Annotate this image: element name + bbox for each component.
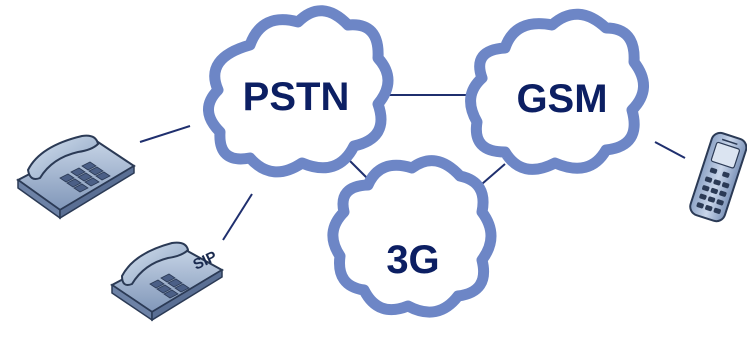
link-sipphone-pstn [222, 193, 253, 241]
pstn-label: PSTN [243, 75, 350, 119]
desk-phone-icon [16, 134, 136, 220]
3g-cloud-shape [327, 155, 497, 318]
pstn-cloud-shape [203, 5, 394, 178]
mobile-phone-icon [689, 131, 747, 223]
connection-lines [139, 94, 686, 241]
3g-label: 3G [386, 238, 439, 282]
pstn-cloud: PSTN [203, 5, 394, 178]
gsm-label: GSM [516, 77, 607, 121]
link-mobile-gsm [654, 141, 686, 159]
link-deskphone-pstn [139, 125, 191, 143]
3g-cloud: 3G [327, 155, 497, 318]
sip-phone-icon: SIP [110, 241, 225, 322]
gsm-cloud: GSM [465, 8, 649, 175]
gsm-cloud-shape [465, 8, 649, 175]
